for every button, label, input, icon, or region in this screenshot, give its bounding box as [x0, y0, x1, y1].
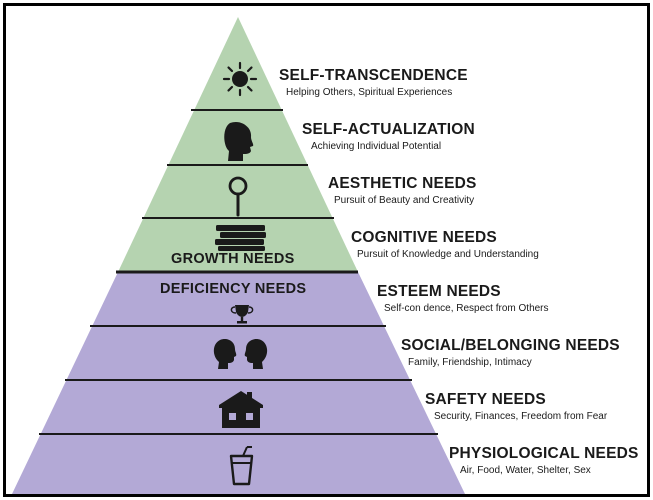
level-subtitle-cognitive-needs: Pursuit of Knowledge and Understanding: [357, 249, 539, 260]
level-title-physiological-needs: PHYSIOLOGICAL NEEDS: [449, 445, 639, 462]
level-subtitle-physiological-needs: Air, Food, Water, Shelter, Sex: [460, 465, 591, 476]
pyramid: [12, 17, 465, 494]
level-title-self-transcendence: SELF-TRANSCENDENCE: [279, 67, 468, 84]
growth-needs-label: GROWTH NEEDS: [171, 251, 295, 267]
level-subtitle-safety-needs: Security, Finances, Freedom from Fear: [434, 411, 608, 422]
diagram-frame: GROWTH NEEDS DEFICIENCY NEEDS SELF-TRANS…: [3, 3, 650, 497]
level-title-aesthetic-needs: AESTHETIC NEEDS: [328, 175, 477, 192]
level-subtitle-social-belonging-needs: Family, Friendship, Intimacy: [408, 357, 532, 368]
deficiency-needs-label: DEFICIENCY NEEDS: [160, 281, 307, 297]
trophy-icon: [230, 305, 254, 324]
level-title-cognitive-needs: COGNITIVE NEEDS: [351, 229, 497, 246]
books-stack-icon: [215, 225, 266, 251]
level-subtitle-self-actualization: Achieving Individual Potential: [311, 141, 442, 152]
level-dividers: [39, 109, 438, 435]
level-title-esteem-needs: ESTEEM NEEDS: [377, 283, 501, 300]
level-subtitle-esteem-needs: Self-con dence, Respect from Others: [384, 303, 549, 314]
level-title-social-belonging-needs: SOCIAL/BELONGING NEEDS: [401, 337, 620, 354]
head-silhouette-icon: [224, 121, 254, 161]
house-icon: [219, 391, 263, 428]
deficiency-section: [12, 272, 465, 494]
hand-mirror-icon: [228, 176, 248, 217]
level-title-safety-needs: SAFETY NEEDS: [425, 391, 546, 408]
level-title-self-actualization: SELF-ACTUALIZATION: [302, 121, 475, 138]
drink-cup-icon: [229, 446, 254, 486]
level-subtitle-aesthetic-needs: Pursuit of Beauty and Creativity: [334, 195, 475, 206]
level-subtitle-self-transcendence: Helping Others, Spiritual Experiences: [286, 87, 453, 98]
sun-icon: [222, 61, 258, 97]
two-faces-icon: [213, 339, 268, 369]
